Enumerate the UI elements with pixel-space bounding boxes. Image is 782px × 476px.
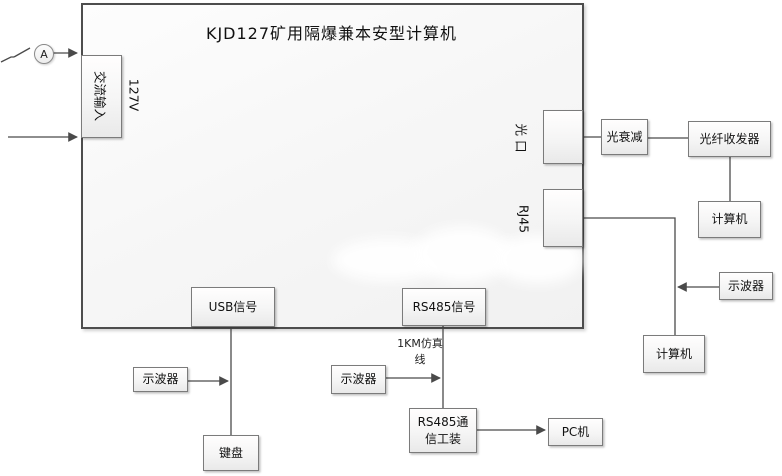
voltage-label: 127V bbox=[126, 78, 142, 112]
oscilloscope-node-usb: 示波器 bbox=[133, 367, 188, 392]
fiber-transceiver-node: 光纤收发器 bbox=[688, 121, 771, 157]
rj45-port-box bbox=[543, 189, 583, 247]
oscilloscope-label: 示波器 bbox=[727, 278, 764, 293]
keyboard-node: 键盘 bbox=[203, 435, 259, 471]
switch-blade bbox=[13, 47, 31, 58]
cable-note-1km: 1KM仿真线 bbox=[397, 337, 443, 366]
ac-input-box bbox=[81, 55, 122, 138]
optical-port-box bbox=[543, 110, 583, 164]
watermark-blob bbox=[333, 239, 443, 281]
wire-rj45-computer bbox=[583, 217, 676, 335]
oscilloscope-node-rj45: 示波器 bbox=[719, 272, 773, 300]
ac-wire-lead bbox=[0, 56, 14, 63]
oscilloscope-node-rs485: 示波器 bbox=[331, 365, 386, 394]
rs485-comm-tool-node: RS485通信工装 bbox=[409, 408, 477, 453]
usb-signal-label: USB信号 bbox=[208, 299, 258, 314]
diagram-title: KJD127矿用隔爆兼本安型计算机 bbox=[205, 24, 458, 43]
rs485-comm-tool-label: RS485通信工装 bbox=[417, 415, 469, 446]
optical-attenuator-node: 光衰减 bbox=[601, 119, 648, 155]
oscilloscope-label: 示波器 bbox=[142, 372, 179, 387]
watermark-blob bbox=[413, 227, 513, 282]
ammeter-label: A bbox=[40, 47, 48, 61]
optical-port-label: 光 口 bbox=[513, 123, 529, 153]
rs485-signal-connector: RS485信号 bbox=[402, 288, 486, 326]
computer-node-optical: 计算机 bbox=[698, 201, 761, 238]
computer-label: 计算机 bbox=[655, 346, 692, 361]
keyboard-label: 键盘 bbox=[218, 445, 243, 460]
oscilloscope-label: 示波器 bbox=[340, 372, 377, 387]
pc-label: PC机 bbox=[561, 424, 590, 439]
computer-node-rj45: 计算机 bbox=[643, 335, 705, 373]
rj45-port-label: RJ45 bbox=[516, 204, 532, 234]
fiber-transceiver-label: 光纤收发器 bbox=[699, 131, 760, 146]
ammeter-symbol: A bbox=[34, 44, 54, 64]
optical-attenuator-label: 光衰减 bbox=[606, 129, 643, 144]
usb-signal-connector: USB信号 bbox=[191, 287, 275, 327]
main-unit-box bbox=[81, 3, 584, 329]
computer-label: 计算机 bbox=[711, 212, 748, 227]
ac-input-label: 交流输入 bbox=[92, 70, 108, 122]
rs485-signal-label: RS485信号 bbox=[412, 299, 476, 314]
pc-node: PC机 bbox=[548, 418, 603, 446]
